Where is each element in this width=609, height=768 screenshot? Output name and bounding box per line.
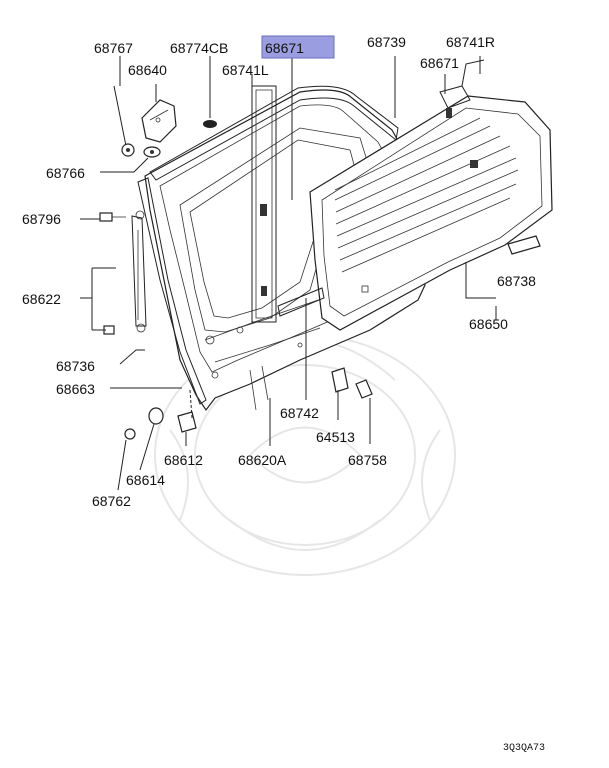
bolt-68796 [99,212,126,222]
label-68620a[interactable]: 68620A [238,452,287,468]
moldings [251,85,471,323]
part-labels: 68767 68774CB 68671 68739 68741R 68640 6… [22,34,545,754]
label-68663[interactable]: 68663 [56,381,95,397]
drawing-code: 3Q3QA73 [503,743,545,754]
label-68736[interactable]: 68736 [56,358,95,374]
label-68742[interactable]: 68742 [280,405,319,421]
label-68640[interactable]: 68640 [128,62,167,78]
label-68614[interactable]: 68614 [126,472,165,488]
label-68767[interactable]: 68767 [94,40,133,56]
label-68741l[interactable]: 68741L [222,62,269,78]
highlight-box [261,35,335,59]
back-glass-68650 [309,95,553,331]
label-68671[interactable]: 68671 [420,55,459,71]
strip-68742 [277,287,325,317]
label-68758[interactable]: 68758 [348,452,387,468]
label-68622[interactable]: 68622 [22,291,61,307]
label-68774cb[interactable]: 68774CB [170,40,228,56]
defroster-lines [334,117,519,273]
label-68766[interactable]: 68766 [46,165,85,181]
label-64513[interactable]: 64513 [316,429,355,445]
label-68738[interactable]: 68738 [497,273,536,289]
gas-strut-68622 [131,210,147,333]
hinge-68640 [141,99,177,143]
leader-lines [80,56,497,491]
label-68739[interactable]: 68739 [367,34,406,50]
label-68671-highlighted[interactable]: 68671 [265,40,304,56]
label-68612[interactable]: 68612 [164,452,203,468]
label-68741r[interactable]: 68741R [446,34,495,50]
label-68796[interactable]: 68796 [22,211,61,227]
bolt-68767 [113,85,135,157]
label-68650[interactable]: 68650 [469,316,508,332]
label-68762[interactable]: 68762 [92,493,131,509]
